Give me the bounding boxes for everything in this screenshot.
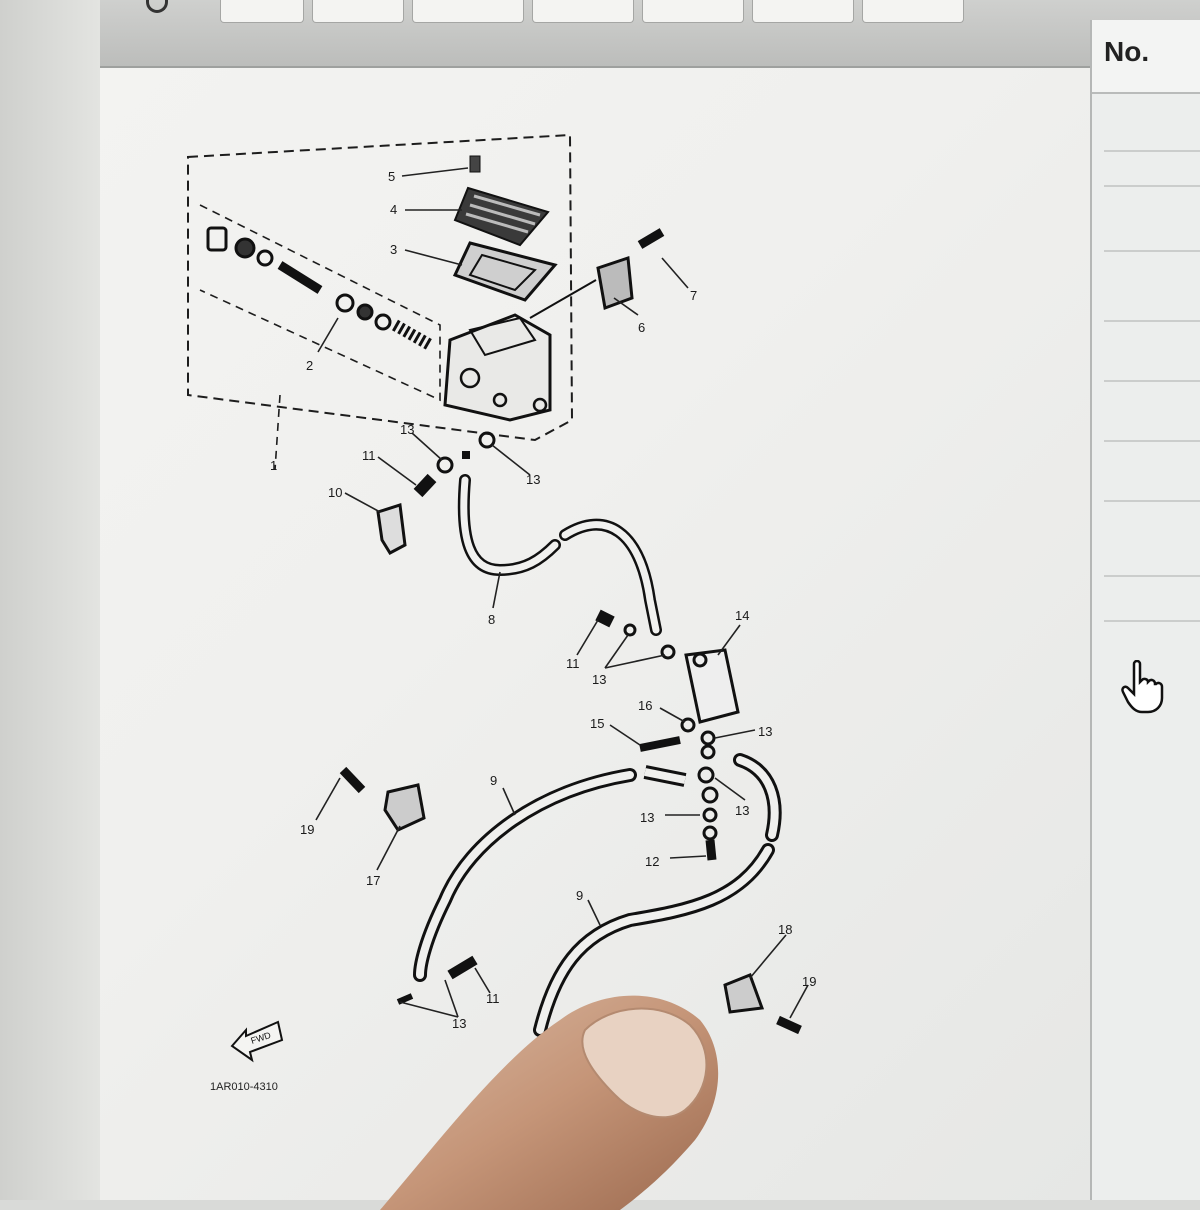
callout-13: 13 <box>735 803 749 818</box>
callout-7: 7 <box>690 288 697 303</box>
refresh-icon[interactable] <box>146 0 168 13</box>
callout-4: 4 <box>390 202 397 217</box>
table-row[interactable] <box>1104 380 1200 382</box>
brake-hose-part-9 <box>413 753 782 982</box>
callout-2: 2 <box>306 358 313 373</box>
callout-18: 18 <box>778 922 792 937</box>
piston-kit-box <box>199 204 441 402</box>
callout-11: 11 <box>362 448 376 463</box>
table-header: No. <box>1092 20 1200 94</box>
cover-part-10 <box>376 503 407 555</box>
callout-15: 15 <box>590 716 604 731</box>
brake-hose-part-9-b <box>533 843 775 1037</box>
callout-13: 13 <box>452 1016 466 1031</box>
hose-guide-part-18 <box>723 973 765 1014</box>
bolt-part-7 <box>637 228 665 249</box>
callout-14: 14 <box>735 608 749 623</box>
toolbar-button-4[interactable] <box>532 0 634 23</box>
toolbar <box>100 0 1200 68</box>
callout-5: 5 <box>388 169 395 184</box>
forward-arrow-icon: FWD <box>230 1020 284 1063</box>
copper-washer-13 <box>396 993 414 1005</box>
callout-1: 1 <box>270 458 277 473</box>
master-cylinder-assembly-box <box>187 133 574 442</box>
callout-16: 16 <box>638 698 652 713</box>
master-cylinder-body <box>443 313 552 422</box>
callout-13: 13 <box>526 472 540 487</box>
table-row[interactable] <box>1104 150 1200 152</box>
diaphragm-plate-part-4 <box>453 186 550 247</box>
toolbar-button-6[interactable] <box>752 0 854 23</box>
holder-part-6 <box>529 255 634 319</box>
toolbar-button-1[interactable] <box>220 0 304 23</box>
toolbar-button-7[interactable] <box>862 0 964 23</box>
leader-lines <box>315 167 809 1019</box>
copper-washer-13 <box>436 456 454 474</box>
toolbar-button-5[interactable] <box>642 0 744 23</box>
finger-photo-overlay <box>380 995 719 1210</box>
callout-9: 9 <box>490 773 497 788</box>
washer-part-16 <box>680 717 696 733</box>
bolt-part-19 <box>339 766 366 794</box>
bolt-part-19 <box>776 1015 802 1035</box>
callout-13: 13 <box>640 810 654 825</box>
callout-3: 3 <box>390 242 397 257</box>
column-header-no: No. <box>1104 36 1150 67</box>
bolt-part-15 <box>639 736 681 752</box>
pointer-hand-icon <box>1121 660 1164 714</box>
callout-11: 11 <box>486 991 500 1006</box>
table-row[interactable] <box>1104 185 1200 187</box>
piston-kit-part-2 <box>206 226 433 351</box>
callout-labels: 5 4 3 2 1 6 7 13 11 10 13 8 11 13 14 16 … <box>270 169 816 1031</box>
union-bolt-11 <box>447 955 478 980</box>
hose-guide-part-17 <box>383 783 426 832</box>
toolbar-button-2[interactable] <box>312 0 404 23</box>
table-row[interactable] <box>1104 575 1200 577</box>
callout-13: 13 <box>592 672 606 687</box>
callout-12: 12 <box>645 854 659 869</box>
table-row[interactable] <box>1104 320 1200 322</box>
table-row[interactable] <box>1104 440 1200 442</box>
joint-block-part-14 <box>595 609 740 724</box>
screw-part-5 <box>469 155 481 173</box>
exploded-parts-diagram: 5 4 3 2 1 6 7 13 11 10 13 8 11 13 14 16 … <box>187 133 816 1093</box>
left-margin <box>0 0 100 1200</box>
table-row[interactable] <box>1104 500 1200 502</box>
toolbar-button-3[interactable] <box>412 0 524 23</box>
callout-9: 9 <box>576 888 583 903</box>
callout-11: 11 <box>566 656 580 671</box>
callout-10: 10 <box>328 485 342 500</box>
part-code-label: 1AR010-4310 <box>210 1081 278 1093</box>
callout-19: 19 <box>802 974 816 989</box>
callout-19: 19 <box>300 822 314 837</box>
parts-table: No. <box>1090 20 1200 1200</box>
three-way-joint <box>697 730 719 861</box>
callout-13: 13 <box>758 724 772 739</box>
diaphragm-part-3 <box>452 241 558 302</box>
union-bolt-11 <box>413 473 437 498</box>
table-row[interactable] <box>1104 250 1200 252</box>
copper-washer-13 <box>478 431 496 449</box>
callout-13: 13 <box>400 422 414 437</box>
callout-6: 6 <box>638 320 645 335</box>
callout-8: 8 <box>488 612 495 627</box>
table-row[interactable] <box>1104 620 1200 622</box>
callout-17: 17 <box>366 873 380 888</box>
